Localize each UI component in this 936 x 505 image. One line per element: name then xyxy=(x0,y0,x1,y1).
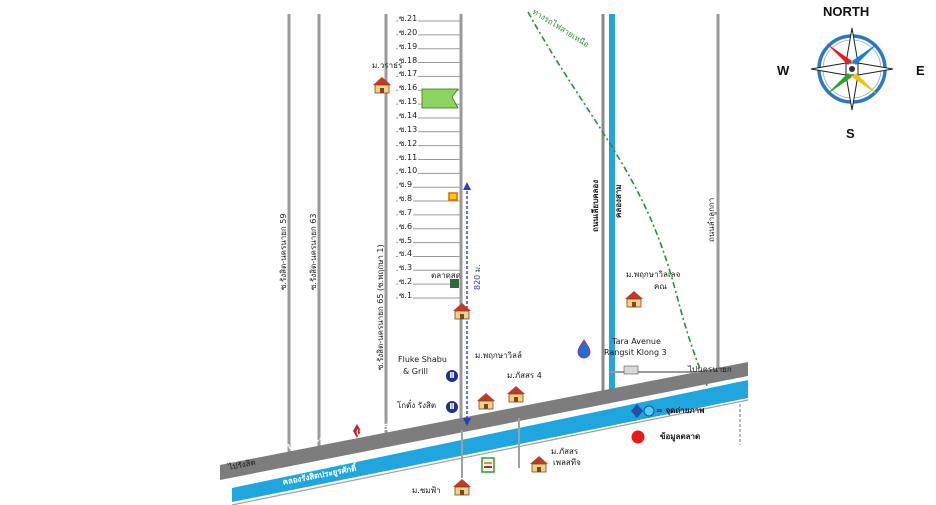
label-fluke-grill: & Grill xyxy=(403,367,428,376)
label-village-warathorn: ม.วราธร xyxy=(372,61,403,70)
legend-photo-icon xyxy=(631,404,643,418)
seven-eleven-stripe xyxy=(484,462,492,464)
compass-south-label: S xyxy=(846,126,855,141)
label-soi-65: ซ.รังสิต-นครนายก 65 (ซ.พฤกษา 1) xyxy=(376,244,385,370)
soi-label: ซ.20 xyxy=(398,27,419,37)
label-canal-three: คลองสาม xyxy=(614,184,623,218)
label-pruksa-ville: ม.พฤกษาวิลล์ xyxy=(475,351,522,360)
house-icon xyxy=(624,290,644,308)
house-icon xyxy=(452,302,472,320)
soi-label: ซ.15 xyxy=(398,97,419,107)
soi-label: ซ.5 xyxy=(398,235,414,245)
mitsubishi-logo xyxy=(353,424,361,431)
soi-label: ซ.19 xyxy=(398,41,419,51)
label-soi-63: ซ.รังสิต-นครนายก 63 xyxy=(309,213,318,290)
soi-label: ซ.13 xyxy=(398,124,419,134)
label-distance: 820 ม. xyxy=(473,264,482,290)
soi-label: ซ.4 xyxy=(398,249,414,259)
label-market: ตลาดสด xyxy=(431,271,461,280)
photo-point-soi9 xyxy=(448,192,458,201)
house-icon xyxy=(506,385,526,403)
restaurant-icon-kotang: Ⅱ xyxy=(446,401,458,413)
railway-line xyxy=(527,11,709,389)
soi-label: ซ.12 xyxy=(398,138,419,148)
soi-label: ซ.14 xyxy=(398,110,419,120)
compass-west-label: W xyxy=(777,63,790,78)
label-lamlukka: ถนนลำลูกกา xyxy=(707,197,716,242)
house-icon xyxy=(452,478,472,496)
label-village-4: ม.ภัสสร 4 xyxy=(507,371,542,380)
soi-label: ซ.7 xyxy=(398,207,414,217)
road-305 xyxy=(220,362,748,480)
label-restaurant-2: โกตั๋ง รังสิต xyxy=(397,401,437,410)
compass-north-label: NORTH xyxy=(823,4,870,19)
soi-label: ซ.11 xyxy=(398,152,419,162)
canal-diagonal xyxy=(232,380,748,502)
legend-photo-dot xyxy=(643,405,655,417)
label-to-nakhon-nayok: ไปนครนายก xyxy=(688,365,732,374)
mitsubishi-logo-2 xyxy=(353,431,361,438)
legend-photo-label: = จุดถ่ายภาพ xyxy=(656,406,705,415)
soi-label: ซ.2 xyxy=(398,277,414,287)
market-icon xyxy=(450,279,459,288)
house-icon xyxy=(476,392,496,410)
soi-label: ซ.18 xyxy=(398,55,419,65)
soi-label: ซ.8 xyxy=(398,194,414,204)
canal-bank xyxy=(231,399,749,505)
label-pruksa-village-east-2: คณ xyxy=(654,282,667,291)
seven-eleven-icon xyxy=(481,457,495,473)
soi-label: ซ.3 xyxy=(398,263,414,273)
label-pruksa-village-east: ม.พฤกษาวิลเลจ xyxy=(626,270,681,279)
label-tara-klong: Rangsit Klong 3 xyxy=(604,348,667,357)
label-soi-59: ซ.รังสิต-นครนายก 59 xyxy=(279,213,288,290)
label-village-pes-2: เพลสทีจ xyxy=(553,458,581,467)
restaurant-icon-fluke: Ⅱ xyxy=(446,370,458,382)
soi-label: ซ.21 xyxy=(398,14,419,23)
label-canal-road: ถนนเลียบคลอง xyxy=(591,179,600,232)
label-village-chom: ม.ชมฟ้า xyxy=(412,486,441,495)
legend-market-label: ข้อมูลตลาด xyxy=(660,432,701,441)
route-arrow-top xyxy=(463,182,471,190)
soi-label: ซ.16 xyxy=(398,83,419,93)
label-fluke-shabu: Fluke Shabu xyxy=(398,355,447,364)
soi-label: ซ.1 xyxy=(398,291,414,300)
soi-label: ซ.6 xyxy=(398,221,414,231)
house-icon xyxy=(372,76,392,94)
soi-label: ซ.9 xyxy=(398,180,414,190)
tara-drop-icon xyxy=(577,339,591,359)
route-arrow-bottom xyxy=(463,418,471,426)
green-block-area xyxy=(421,88,459,109)
tara-building-icon xyxy=(623,365,639,375)
soi-label: ซ.17 xyxy=(398,69,419,79)
compass-rose xyxy=(810,27,894,111)
soi-label: ซ.10 xyxy=(398,166,419,176)
legend-market-dot xyxy=(631,430,645,444)
seven-eleven-stripe-2 xyxy=(484,466,492,468)
compass-east-label: E xyxy=(916,63,925,78)
label-tara-avenue: Tara Avenue xyxy=(612,337,661,346)
house-icon xyxy=(529,455,549,473)
label-village-pes-1: ม.ภัสสร xyxy=(551,447,579,456)
